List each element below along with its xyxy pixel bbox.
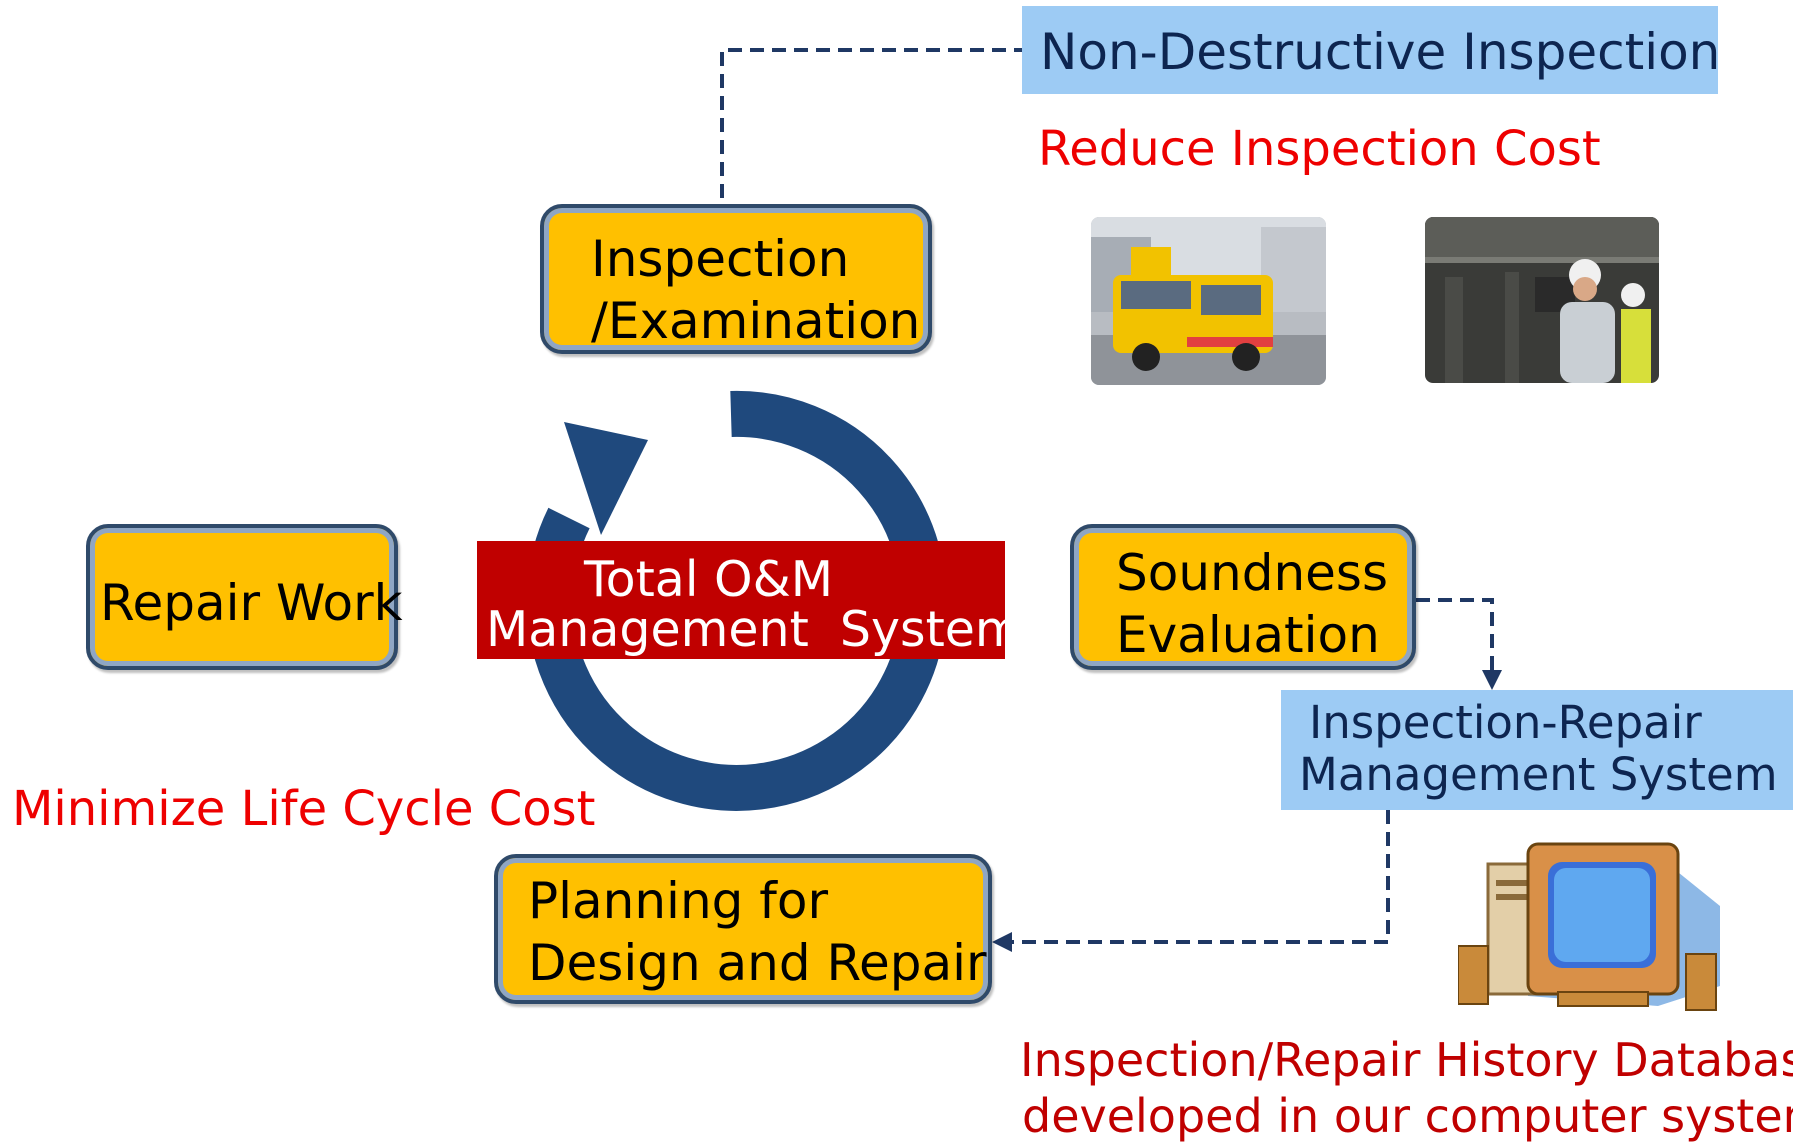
computer-icon bbox=[1457, 836, 1720, 1014]
connector-inspection-ndi bbox=[720, 48, 1022, 198]
repair-box: Repair Work bbox=[86, 524, 403, 670]
cycle-arrowhead-icon bbox=[564, 422, 648, 535]
center-title-line2: Management System bbox=[486, 601, 1023, 658]
connector-irms-planning bbox=[992, 810, 1390, 952]
ndi-callout bbox=[1022, 6, 1718, 94]
inspection-box: Inspection /Examination bbox=[540, 204, 932, 354]
soundness-box: Soundness Evaluation bbox=[1070, 524, 1416, 670]
inspector-icon bbox=[1425, 217, 1659, 383]
inspection-label-line1: Inspection bbox=[591, 230, 850, 288]
cycle-ring bbox=[526, 390, 947, 811]
center-banner bbox=[477, 541, 1005, 659]
inspection-vehicle-photo bbox=[1091, 217, 1326, 385]
reduce-inspection-cost-note: Reduce Inspection Cost bbox=[1038, 121, 1601, 177]
field-inspection-photo bbox=[1425, 217, 1659, 383]
lcc-note: Minimize Life Cycle Cost bbox=[12, 781, 596, 837]
vehicle-icon bbox=[1091, 217, 1326, 385]
connector-soundness-irms bbox=[1416, 598, 1502, 690]
irms-label-line2: Management System bbox=[1299, 748, 1778, 801]
db-note-line2: developed in our computer system bbox=[1022, 1089, 1793, 1143]
planning-box: Planning for Design and Repair bbox=[494, 854, 992, 1004]
planning-label-line2: Design and Repair bbox=[528, 934, 987, 992]
db-note-line1: Inspection/Repair History Database bbox=[1020, 1033, 1793, 1087]
repair-label: Repair Work bbox=[100, 574, 403, 632]
soundness-label-line2: Evaluation bbox=[1116, 606, 1380, 664]
ndi-label: Non-Destructive Inspection bbox=[1040, 23, 1721, 81]
computer-illustration bbox=[1457, 842, 1720, 1011]
inspection-label-line2: /Examination bbox=[591, 292, 921, 350]
soundness-label-line1: Soundness bbox=[1116, 544, 1388, 602]
irms-callout bbox=[1281, 690, 1793, 810]
irms-label-line1: Inspection-Repair bbox=[1309, 696, 1702, 749]
planning-label-line1: Planning for bbox=[528, 872, 829, 930]
center-title-line1: Total O&M bbox=[584, 551, 834, 608]
